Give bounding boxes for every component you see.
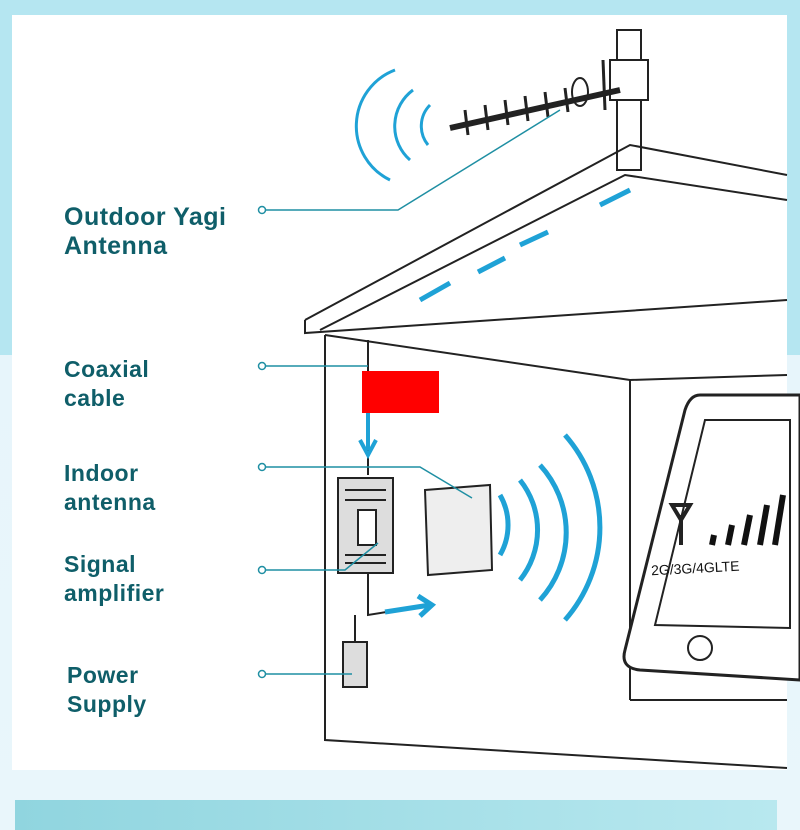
indoor-antenna-label: Indoor antenna: [64, 459, 156, 517]
indoor-signal-waves-icon: [497, 433, 603, 622]
outdoor-signal-waves-icon: [354, 68, 432, 182]
coaxial-cable-label: Coaxial cable: [64, 355, 149, 413]
cable-arrows-icon: [418, 187, 632, 303]
label-line: Outdoor Yagi: [64, 203, 227, 231]
indoor-antenna-icon: [423, 483, 494, 577]
smartphone-icon: [622, 393, 800, 682]
label-line: Indoor: [64, 460, 139, 486]
redaction-block: [362, 371, 439, 413]
signal-amplifier-label: Signal amplifier: [64, 550, 164, 608]
bottom-banner: [15, 800, 777, 830]
signal-amplifier-icon: [337, 477, 394, 574]
label-line: Signal: [64, 551, 137, 577]
right-arrow-icon: [384, 593, 437, 618]
label-line: antenna: [64, 489, 156, 515]
label-line: cable: [64, 385, 126, 411]
power-supply-icon: [342, 641, 368, 688]
label-line: amplifier: [64, 580, 165, 606]
power-supply-label: Power Supply: [67, 661, 147, 719]
yagi-antenna-icon: [449, 29, 649, 171]
outdoor-antenna-label: Outdoor Yagi Antenna: [64, 203, 227, 261]
house-outline: [304, 143, 788, 769]
label-line: Supply: [67, 691, 147, 717]
label-line: Antenna: [64, 232, 168, 260]
label-line: Power: [67, 662, 139, 688]
label-line: Coaxial: [64, 356, 150, 382]
leader-lines: [257, 109, 561, 679]
